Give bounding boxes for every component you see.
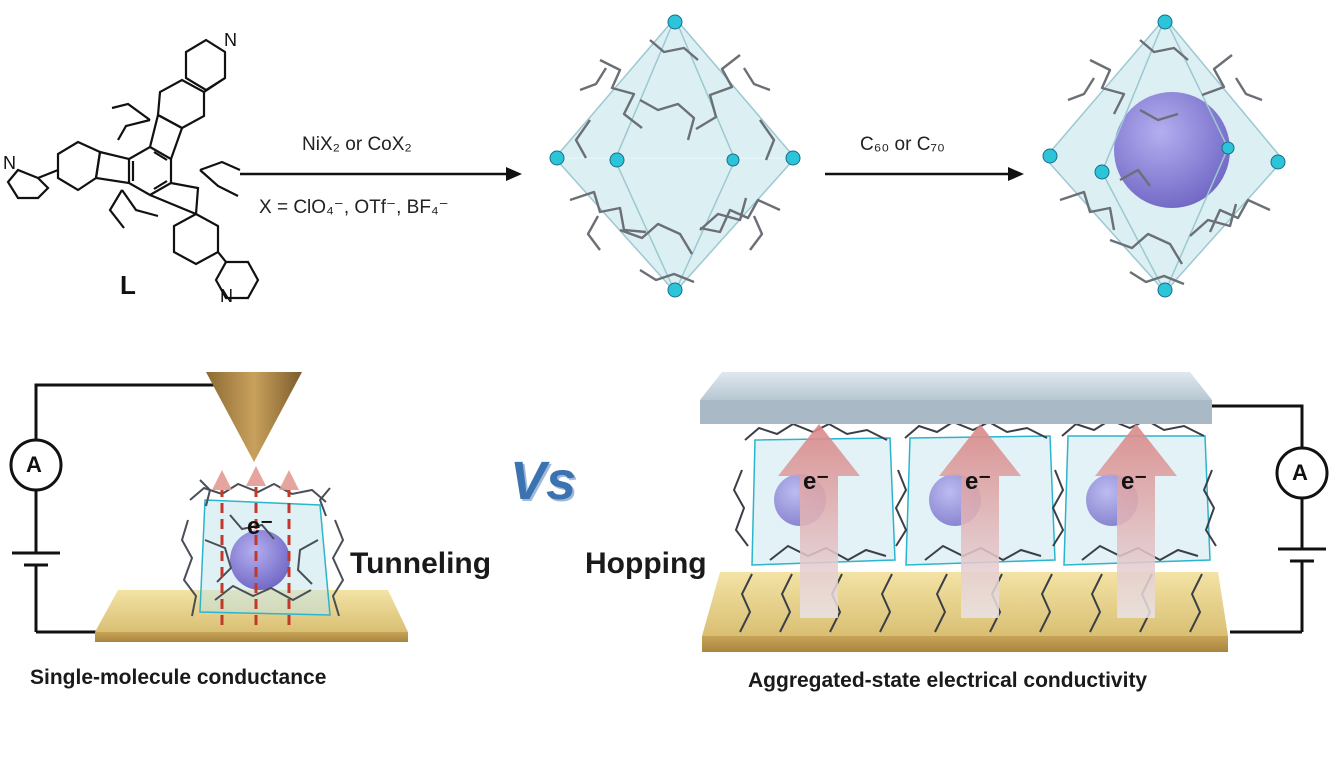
host-guest-complex [1042,14,1286,298]
pyridine-n-left: N [3,153,16,173]
electron-label-left: e⁻ [247,513,274,540]
single-molecule-caption: Single-molecule conductance [30,666,327,689]
reaction-arrow-2 [825,167,1024,181]
pyridine-n-top: N [224,30,237,50]
stm-tip [206,372,302,462]
pyridine-left [6,168,50,200]
ligand-label: L [120,270,136,300]
central-ring [127,145,173,197]
hopping-arrow-2 [939,424,1021,618]
circuit-wire-right [1210,404,1304,448]
pyridine-top [184,38,227,92]
electron-label-2: e⁻ [965,468,992,495]
pyridine-bottom [214,260,260,300]
hopping-arrow-1 [778,424,860,618]
ring-lr [172,212,220,266]
cage-octahedron [549,14,801,298]
ammeter-right [1275,446,1329,500]
tunneling-label: Tunneling [350,547,492,580]
ammeter-left [9,438,63,492]
circuit-wire-left [34,383,250,440]
ring-l [56,140,102,192]
reaction2-reagent: C₆₀ or C₇₀ [860,134,945,155]
reaction1-counterions: X = ClO₄⁻, OTf⁻, BF₄⁻ [259,197,449,218]
aggregated-device [700,372,1329,652]
hopping-arrows [778,424,1177,618]
ligand-structure [6,38,260,300]
aggregated-caption: Aggregated-state electrical conductivity [748,669,1148,692]
ring-ur [156,78,206,130]
single-molecule-setup [9,372,408,642]
electron-label-3: e⁻ [1121,468,1148,495]
electron-label-1: e⁻ [803,468,830,495]
fullerene-guest [1114,92,1230,208]
hopping-label: Hopping [585,547,707,580]
ammeter-right-label: A [1292,460,1308,485]
ammeter-left-label: A [26,452,42,477]
vs-label: Vs [510,451,577,511]
pyridine-n-bottom: N [220,286,233,306]
reaction-arrow-1 [240,167,522,181]
hopping-arrow-3 [1095,424,1177,618]
fullerene-guest-small [230,530,290,590]
reaction1-reagent: NiX₂ or CoX₂ [302,134,412,155]
top-electrode [700,372,1212,400]
